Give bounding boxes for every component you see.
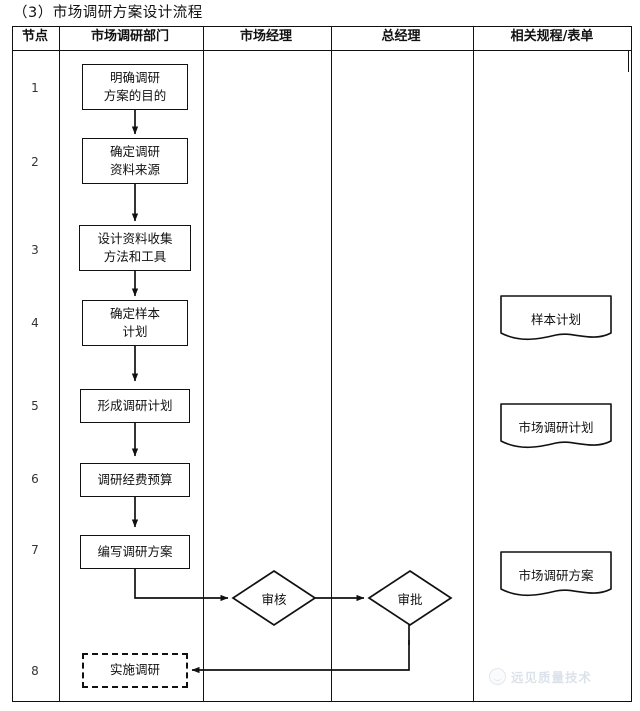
process-box-8[interactable]: 实施调研 (82, 653, 188, 688)
document-shape-research-plan-label: 市场调研计划 (518, 420, 594, 435)
process-box-2-line-2: 资料来源 (109, 162, 160, 177)
column-divider-4 (473, 27, 474, 701)
process-box-4-line-2: 计划 (122, 324, 148, 339)
decision-diamond-review[interactable]: 审核 (231, 569, 317, 627)
column-divider-1 (59, 27, 60, 701)
column-divider-3 (331, 27, 332, 701)
header-gm: 总经理 (381, 29, 421, 44)
process-box-8-line-1: 实施调研 (109, 662, 160, 678)
document-shape-research-plan[interactable]: 市场调研计划 (500, 403, 612, 453)
process-box-4[interactable]: 确定样本 计划 (82, 300, 188, 346)
decision-diamond-approve[interactable]: 审批 (367, 569, 453, 627)
node-number-2: 2 (31, 155, 39, 169)
header-dept: 市场调研部门 (90, 29, 169, 44)
node-number-1: 1 (31, 81, 39, 95)
process-box-1[interactable]: 明确调研 方案的目的 (82, 64, 188, 110)
node-number-8: 8 (31, 664, 39, 678)
header-docs: 相关规程/表单 (510, 29, 594, 44)
document-shape-sample-plan-label: 样本计划 (530, 312, 581, 327)
process-box-7[interactable]: 编写调研方案 (80, 535, 190, 569)
header-divider (13, 50, 631, 51)
node-number-5: 5 (31, 399, 39, 413)
document-shape-sample-plan[interactable]: 样本计划 (500, 295, 612, 345)
header-manager: 市场经理 (239, 29, 292, 44)
process-box-3[interactable]: 设计资料收集 方法和工具 (79, 225, 191, 271)
process-box-3-line-1: 设计资料收集 (97, 230, 173, 246)
process-box-1-line-1: 明确调研 (109, 69, 160, 85)
process-box-6[interactable]: 调研经费预算 (80, 463, 190, 497)
watermark-logo-icon (489, 668, 506, 685)
process-box-1-line-2: 方案的目的 (103, 88, 167, 103)
node-number-6: 6 (31, 472, 39, 486)
document-shape-research-proposal[interactable]: 市场调研方案 (500, 551, 612, 601)
process-box-5[interactable]: 形成调研计划 (80, 389, 190, 423)
page-title: （3）市场调研方案设计流程 (13, 5, 203, 21)
node-number-4: 4 (31, 316, 39, 330)
document-shape-research-proposal-label: 市场调研方案 (518, 568, 594, 583)
process-box-6-line-1: 调研经费预算 (97, 471, 173, 487)
column-divider-2 (203, 27, 204, 701)
process-box-5-line-1: 形成调研计划 (97, 397, 173, 413)
process-box-2-line-1: 确定调研 (109, 143, 160, 159)
process-box-7-line-1: 编写调研方案 (97, 543, 173, 559)
process-box-4-line-1: 确定样本 (109, 305, 160, 321)
watermark: 远见质量技术 (489, 667, 592, 686)
header-node: 节点 (21, 29, 48, 44)
flowchart-table (12, 26, 632, 702)
node-number-7: 7 (31, 543, 39, 557)
process-box-3-line-2: 方法和工具 (103, 249, 167, 264)
process-box-2[interactable]: 确定调研 资料来源 (82, 138, 188, 184)
node-number-3: 3 (31, 243, 39, 257)
watermark-text: 远见质量技术 (511, 670, 593, 685)
edge-tick-mark (628, 50, 629, 72)
